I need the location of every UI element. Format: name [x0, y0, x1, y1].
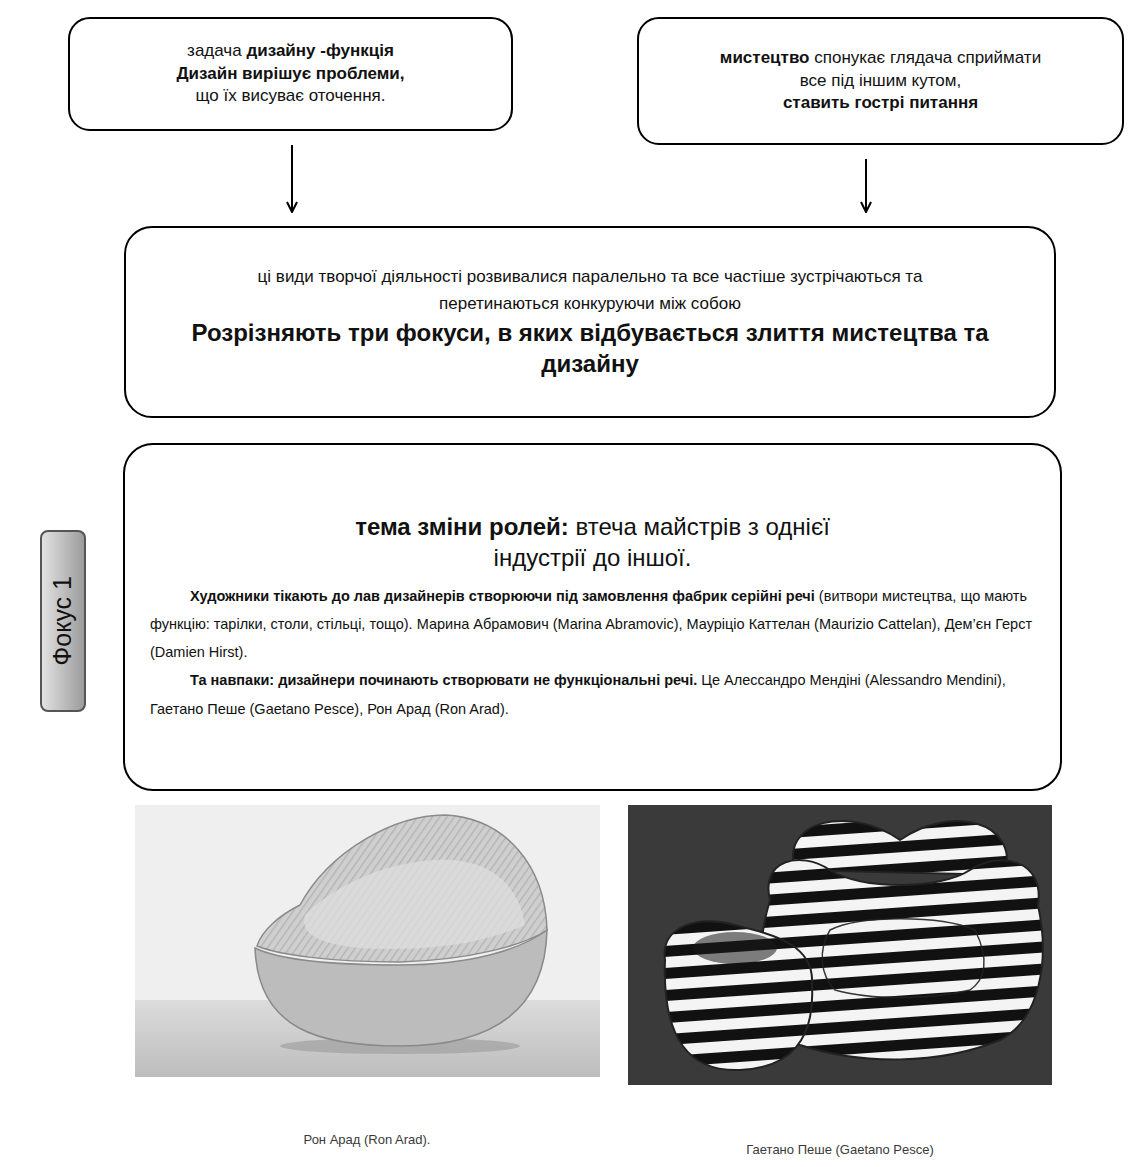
gaetano-pesce-armchair-photo — [628, 805, 1052, 1085]
focus-box: тема зміни ролей:втеча майстрів з однієї… — [123, 443, 1062, 791]
ron-arad-chair-photo — [135, 805, 600, 1077]
body-text: що їх висуває оточення. — [196, 86, 386, 105]
ottoman — [665, 921, 813, 1070]
bold-text: ставить гострі питання — [783, 93, 978, 112]
armchair-seat — [822, 919, 984, 998]
bold-text: дизайну -функція — [246, 41, 393, 60]
focus-tab: Фокус 1 — [40, 530, 86, 712]
arrow-connector — [865, 159, 867, 212]
text-paragraph: тема зміни ролей:втеча майстрів з однієї… — [313, 511, 873, 573]
design-box: задачадизайну -функціяДизайн вирішує про… — [68, 17, 513, 131]
text-paragraph: Та навпаки: дизайнери починають створюва… — [150, 666, 1035, 723]
arrow-connector — [291, 145, 293, 212]
text-paragraph: Художники тікають до лав дизайнерів ство… — [150, 582, 1035, 667]
bold-text: Розрізняють три фокуси, в яких відбуваєт… — [192, 319, 989, 377]
ottoman-hole — [693, 932, 777, 964]
photo-caption: Рон Арад (Ron Arad). — [304, 1132, 431, 1147]
chair-shell — [257, 815, 547, 962]
bold-text: тема зміни ролей: — [355, 513, 569, 540]
text-paragraph: мистецтвоспонукає глядача сприймати все … — [708, 47, 1053, 93]
body-text: ці види творчої діяльності розвивалися п… — [258, 267, 923, 312]
chair-seat — [304, 860, 525, 949]
text-paragraph: ставить гострі питання — [681, 92, 1081, 115]
photo-ground — [135, 805, 600, 1077]
photo-ground — [628, 805, 1052, 1085]
text-paragraph: що їх висуває оточення. — [91, 85, 491, 108]
text-paragraph: Фокус 1 — [63, 604, 64, 638]
body-text: задача — [187, 41, 242, 60]
text-paragraph: Дизайн вирішує проблеми, — [91, 63, 491, 86]
bold-text: Та навпаки: дизайнери починають створюва… — [190, 672, 697, 688]
body-text: спонукає глядача сприймати все під іншим… — [800, 48, 1041, 90]
text-paragraph: задачадизайну -функція — [91, 40, 491, 63]
photo-caption: Гаетано Пеше (Gaetano Pesce) — [746, 1142, 934, 1157]
body-text: Фокус 1 — [46, 576, 80, 666]
text-paragraph: Розрізняють три фокуси, в яких відбуваєт… — [190, 317, 990, 379]
merge-box: ці види творчої діяльності розвивалися п… — [124, 226, 1056, 418]
bold-text: мистецтво — [720, 48, 810, 67]
bold-text: Художники тікають до лав дизайнерів ство… — [190, 588, 815, 604]
text-paragraph: ці види творчої діяльності розвивалися п… — [230, 264, 950, 317]
bold-text: Дизайн вирішує проблеми, — [176, 64, 404, 83]
art-box: мистецтвоспонукає глядача сприймати все … — [637, 17, 1124, 145]
